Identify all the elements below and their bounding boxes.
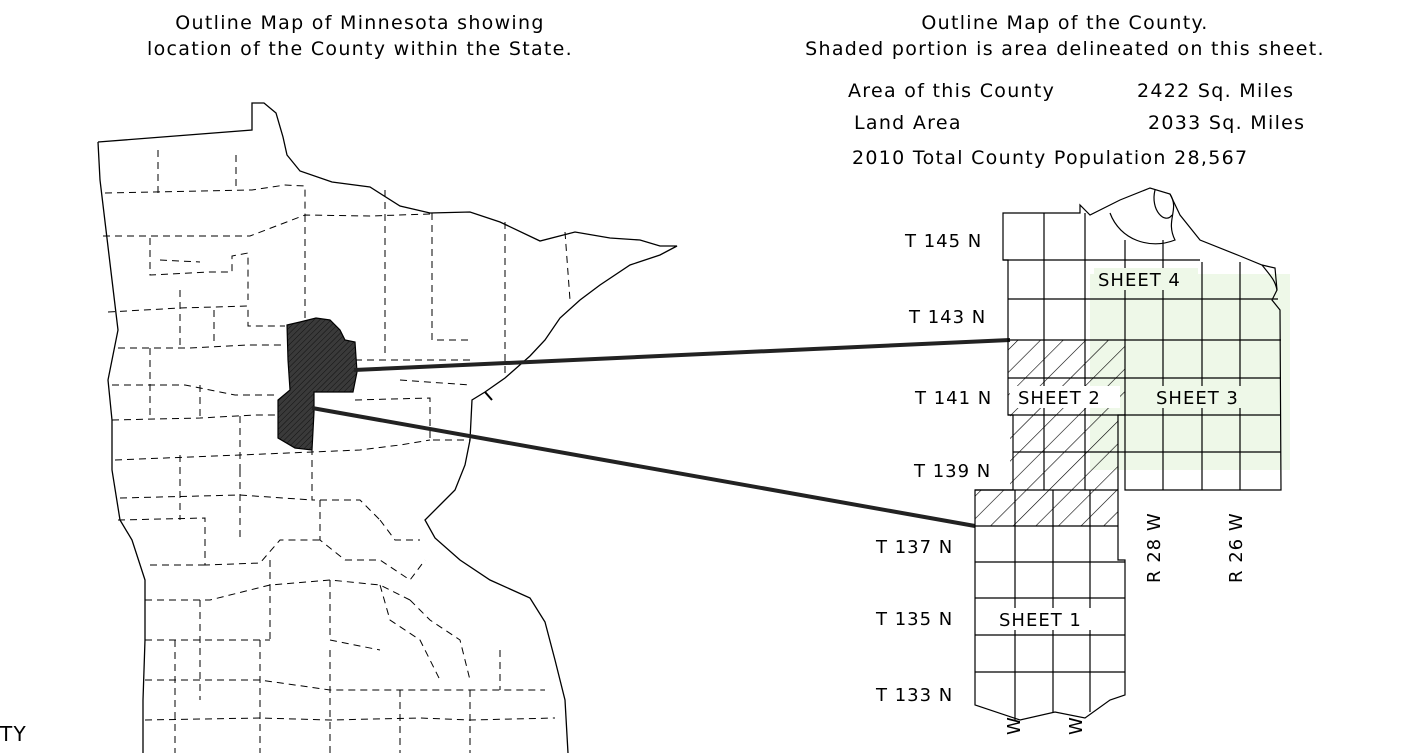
state-map-title-line2: location of the County within the State. — [147, 38, 573, 60]
township-label-139: T 139 N — [913, 461, 991, 482]
county-map: SHEET 4 SHEET 2 SHEET 3 SHEET 1 T 145 N … — [875, 187, 1290, 735]
bottom-range-mark-1: W — [1004, 716, 1025, 735]
leader-line-lower — [311, 406, 976, 528]
county-map-title: Outline Map of the County. Shaded portio… — [735, 10, 1395, 62]
land-area-label: Land Area — [854, 112, 962, 134]
township-label-137: T 137 N — [875, 537, 953, 558]
population-label: 2010 Total County Population 28,567 — [852, 147, 1249, 169]
range-label-28w: R 28 W — [1144, 512, 1165, 583]
leader-line-upper — [353, 338, 1011, 372]
corner-text: TY — [0, 722, 28, 746]
township-label-141: T 141 N — [914, 388, 992, 409]
township-label-135: T 135 N — [875, 609, 953, 630]
state-map-title-line1: Outline Map of Minnesota showing — [175, 12, 545, 34]
sheet-2-label: SHEET 2 — [1018, 388, 1101, 409]
hatched-area-sheet-2 — [975, 340, 1125, 526]
minnesota-county-lines — [103, 150, 571, 753]
range-label-26w: R 26 W — [1226, 512, 1247, 583]
state-map-title: Outline Map of Minnesota showing locatio… — [70, 10, 650, 62]
area-value: 2422 Sq. Miles — [1137, 80, 1295, 102]
county-map-title-line2: Shaded portion is area delineated on thi… — [805, 38, 1325, 60]
minnesota-map — [97, 102, 678, 753]
sheet-4-label: SHEET 4 — [1098, 270, 1181, 291]
sheet-1-label: SHEET 1 — [999, 610, 1082, 631]
county-map-title-line1: Outline Map of the County. — [921, 12, 1209, 34]
county-location-highlight — [277, 317, 358, 451]
land-area-value: 2033 Sq. Miles — [1148, 112, 1306, 134]
township-label-145: T 145 N — [904, 231, 982, 252]
sheet-3-label: SHEET 3 — [1156, 388, 1239, 409]
bottom-range-mark-2: W — [1066, 716, 1087, 735]
township-label-143: T 143 N — [908, 307, 986, 328]
minnesota-outline — [97, 102, 678, 753]
area-label: Area of this County — [848, 80, 1056, 102]
township-label-133: T 133 N — [875, 685, 953, 706]
